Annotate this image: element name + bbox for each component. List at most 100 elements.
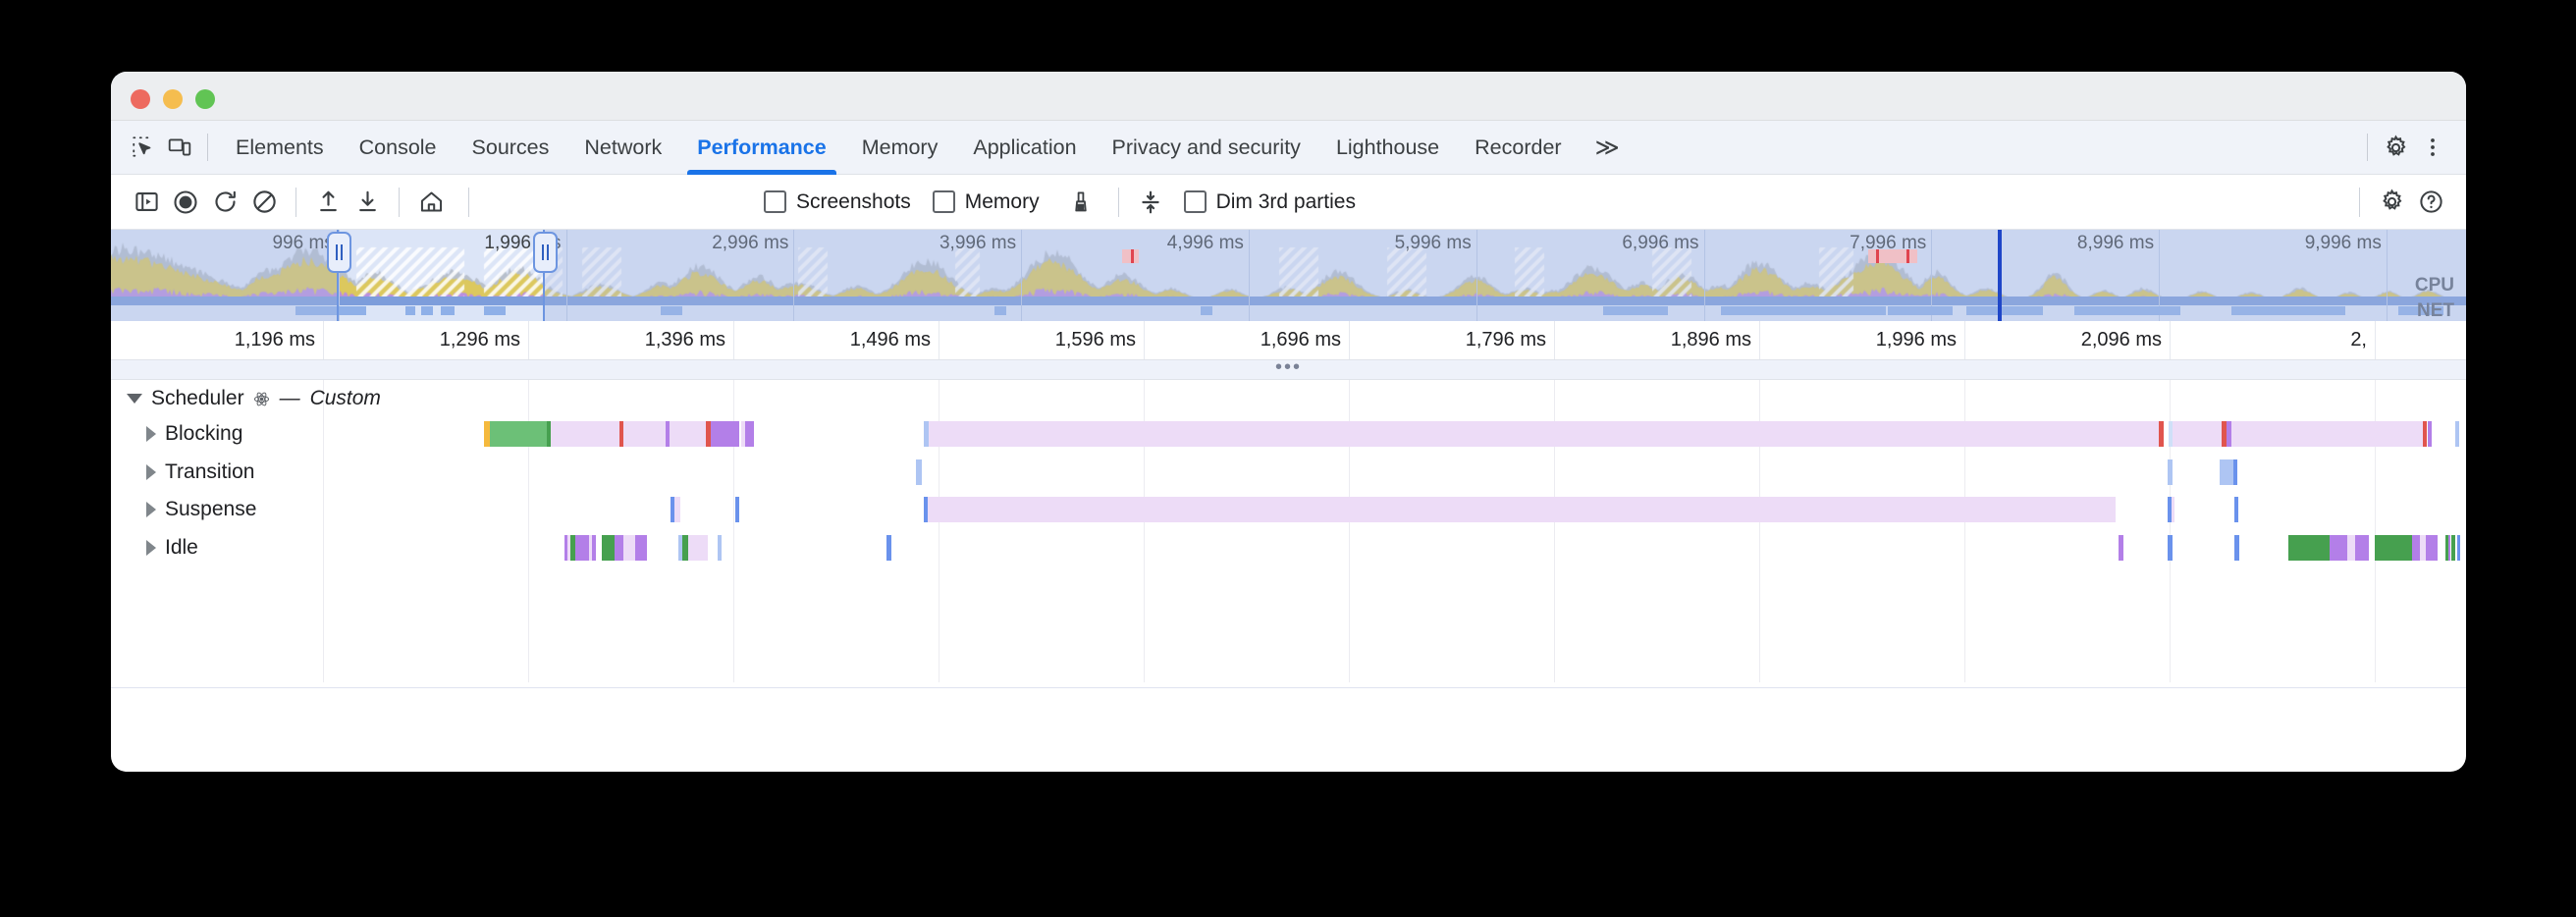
inspect-icon[interactable] bbox=[125, 130, 161, 166]
flame-bar[interactable] bbox=[2159, 421, 2164, 447]
flame-bar[interactable] bbox=[2347, 535, 2355, 561]
tab-privacy-and-security[interactable]: Privacy and security bbox=[1095, 121, 1318, 175]
capture-settings-icon[interactable] bbox=[1131, 183, 1170, 222]
flame-bar[interactable] bbox=[2288, 535, 2330, 561]
flame-bar[interactable] bbox=[745, 421, 754, 447]
flame-bar[interactable] bbox=[715, 421, 739, 447]
flame-bar[interactable] bbox=[2168, 535, 2173, 561]
flame-bar[interactable] bbox=[2168, 459, 2173, 485]
flame-bar[interactable] bbox=[2220, 459, 2233, 485]
dim-3rd-parties-checkbox-box[interactable] bbox=[1183, 190, 1207, 213]
screenshots-checkbox[interactable]: Screenshots bbox=[764, 190, 911, 214]
memory-checkbox[interactable]: Memory bbox=[932, 190, 1040, 214]
flame-bar[interactable] bbox=[602, 535, 615, 561]
more-tabs-icon[interactable]: ≫ bbox=[1594, 134, 1620, 161]
flame-bar[interactable] bbox=[2222, 421, 2227, 447]
sidebar-toggle-icon[interactable] bbox=[127, 183, 166, 222]
flame-bar[interactable] bbox=[671, 497, 674, 522]
memory-checkbox-box[interactable] bbox=[932, 190, 955, 213]
flame-bar[interactable] bbox=[2227, 421, 2231, 447]
flame-bar[interactable] bbox=[2426, 535, 2438, 561]
zoom-window-button[interactable] bbox=[195, 89, 215, 109]
chevron-right-icon[interactable] bbox=[146, 464, 156, 480]
flame-bar[interactable] bbox=[570, 535, 575, 561]
flame-bar[interactable] bbox=[718, 535, 722, 561]
flame-bar[interactable] bbox=[615, 535, 623, 561]
flame-bar[interactable] bbox=[484, 421, 490, 447]
settings-gear-icon[interactable] bbox=[2372, 183, 2411, 222]
flame-bar[interactable] bbox=[688, 535, 708, 561]
home-icon[interactable] bbox=[411, 183, 451, 222]
selection-right-handle[interactable] bbox=[533, 232, 558, 273]
flame-bar[interactable] bbox=[928, 497, 2116, 522]
flame-bar[interactable] bbox=[2231, 421, 2423, 447]
flame-bar[interactable] bbox=[2169, 421, 2173, 447]
chevron-right-icon[interactable] bbox=[146, 426, 156, 442]
flame-bar[interactable] bbox=[666, 421, 670, 447]
record-icon[interactable] bbox=[166, 183, 205, 222]
flame-bar[interactable] bbox=[2375, 535, 2412, 561]
tab-elements[interactable]: Elements bbox=[218, 121, 342, 175]
chevron-right-icon[interactable] bbox=[146, 540, 156, 556]
tab-network[interactable]: Network bbox=[566, 121, 679, 175]
chevron-right-icon[interactable] bbox=[146, 502, 156, 517]
flame-bar[interactable] bbox=[674, 497, 680, 522]
flame-bar[interactable] bbox=[682, 535, 688, 561]
track-row-transition[interactable]: Transition bbox=[111, 454, 2466, 491]
flame-bar[interactable] bbox=[2412, 535, 2420, 561]
load-profile-icon[interactable] bbox=[308, 183, 348, 222]
flame-bar[interactable] bbox=[2457, 535, 2460, 561]
flame-bar[interactable] bbox=[741, 421, 745, 447]
pane-resizer[interactable]: ••• bbox=[111, 357, 2466, 380]
flame-bar[interactable] bbox=[2234, 535, 2239, 561]
save-profile-icon[interactable] bbox=[348, 183, 387, 222]
track-group-label[interactable]: Scheduler — Custom bbox=[111, 380, 381, 417]
flame-bar[interactable] bbox=[706, 421, 711, 447]
collect-garbage-icon[interactable] bbox=[1061, 183, 1100, 222]
flame-bar[interactable] bbox=[2355, 535, 2369, 561]
tab-recorder[interactable]: Recorder bbox=[1457, 121, 1579, 175]
window-controls[interactable] bbox=[131, 89, 215, 109]
flame-bar[interactable] bbox=[678, 535, 682, 561]
flame-bar[interactable] bbox=[2173, 421, 2222, 447]
flame-bar[interactable] bbox=[490, 421, 547, 447]
tab-console[interactable]: Console bbox=[342, 121, 455, 175]
tab-performance[interactable]: Performance bbox=[679, 121, 843, 175]
tab-lighthouse[interactable]: Lighthouse bbox=[1318, 121, 1457, 175]
tab-memory[interactable]: Memory bbox=[844, 121, 956, 175]
help-icon[interactable] bbox=[2411, 183, 2450, 222]
flame-bar[interactable] bbox=[916, 459, 922, 485]
chevron-down-icon[interactable] bbox=[127, 394, 142, 404]
track-label-transition[interactable]: Transition bbox=[111, 454, 254, 491]
dim-3rd-parties-checkbox[interactable]: Dim 3rd parties bbox=[1183, 190, 1356, 214]
flame-bar[interactable] bbox=[929, 421, 2159, 447]
flame-bar[interactable] bbox=[635, 535, 647, 561]
flame-bar[interactable] bbox=[2172, 497, 2174, 522]
flame-bar[interactable] bbox=[592, 535, 596, 561]
tab-application[interactable]: Application bbox=[955, 121, 1094, 175]
close-window-button[interactable] bbox=[131, 89, 150, 109]
clear-icon[interactable] bbox=[244, 183, 284, 222]
minimize-window-button[interactable] bbox=[163, 89, 183, 109]
tab-sources[interactable]: Sources bbox=[455, 121, 567, 175]
flame-bar[interactable] bbox=[2428, 421, 2432, 447]
flame-bar[interactable] bbox=[2451, 535, 2455, 561]
screenshots-checkbox-box[interactable] bbox=[764, 190, 786, 213]
flame-bar[interactable] bbox=[623, 421, 666, 447]
flame-bar[interactable] bbox=[551, 421, 619, 447]
reload-and-record-icon[interactable] bbox=[205, 183, 244, 222]
track-row-suspense[interactable]: Suspense bbox=[111, 491, 2466, 528]
more-options-icon[interactable] bbox=[2414, 130, 2450, 166]
flame-bar[interactable] bbox=[886, 535, 891, 561]
flame-bar[interactable] bbox=[2233, 459, 2237, 485]
track-label-suspense[interactable]: Suspense bbox=[111, 491, 256, 528]
flame-bar[interactable] bbox=[2119, 535, 2123, 561]
flame-bar[interactable] bbox=[589, 535, 592, 561]
flame-bar[interactable] bbox=[711, 421, 715, 447]
settings-gear-icon[interactable] bbox=[2378, 130, 2414, 166]
flame-bar[interactable] bbox=[2423, 421, 2427, 447]
flame-bar[interactable] bbox=[567, 535, 570, 561]
flame-bar[interactable] bbox=[2168, 497, 2172, 522]
selection-left-handle[interactable] bbox=[327, 232, 351, 273]
